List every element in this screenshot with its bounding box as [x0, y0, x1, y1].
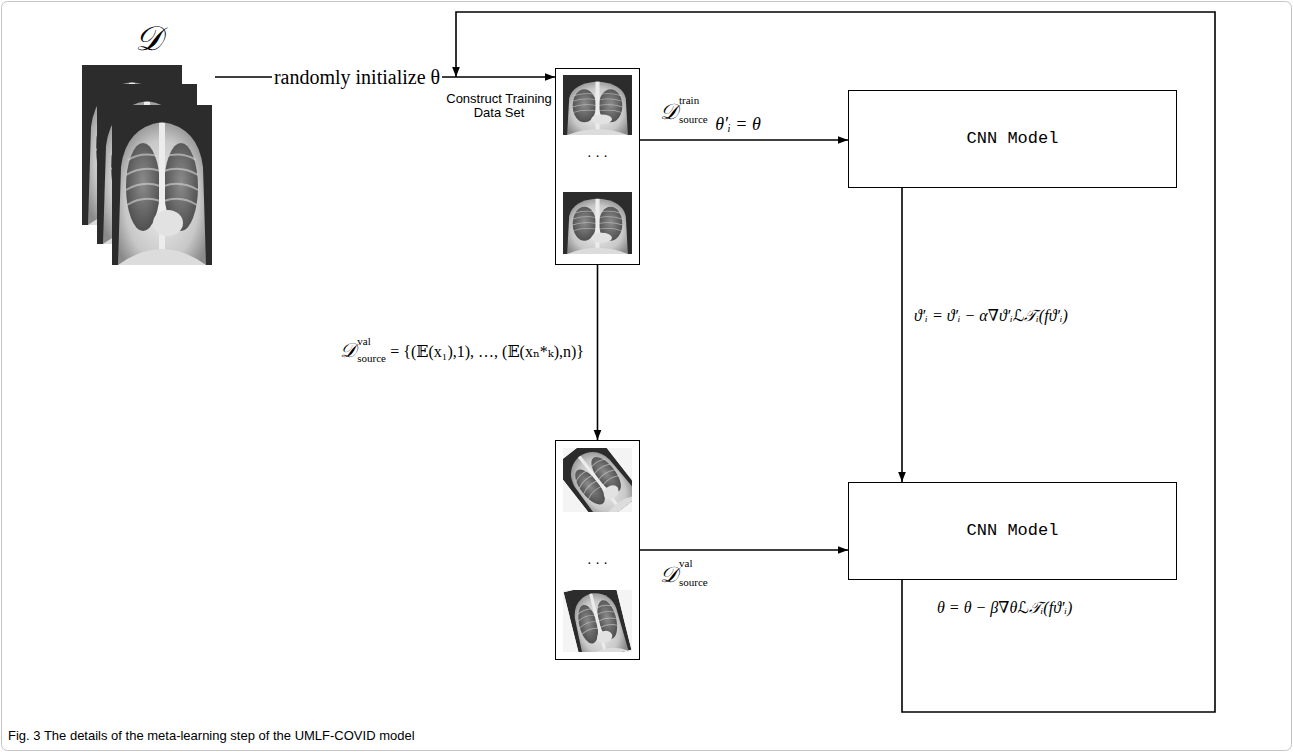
- ellipsis: · · ·: [556, 149, 639, 165]
- training-set-box: Construct Training Data Set· · ·: [555, 68, 640, 265]
- edge-formula: θ = θ − β∇θℒ𝒯ᵢ(fϑ′ᵢ): [935, 598, 1074, 618]
- ellipsis: · · ·: [556, 556, 639, 572]
- rotated-xray: [563, 590, 632, 652]
- edge-formula: randomly initialize θ: [272, 65, 442, 90]
- cnn-model-box: CNN Model: [848, 482, 1177, 580]
- validation-input-arrow: [640, 549, 848, 551]
- subscript: source: [357, 352, 386, 365]
- set-symbol: 𝒟: [660, 99, 678, 124]
- validation-thumbnails: [553, 433, 642, 662]
- cnn-model-box: CNN Model: [848, 90, 1177, 188]
- validation-set-box: · · ·: [555, 440, 640, 660]
- edge-formula: = {(𝔼(x₁),1), …, (𝔼(xₙ*ₖ),n)}: [388, 342, 586, 362]
- xray-thumbnail: [563, 192, 632, 254]
- subscript: source: [679, 113, 708, 126]
- box-heading: Construct Training Data Set: [446, 92, 552, 120]
- subscript: source: [679, 576, 708, 589]
- superscript: val: [679, 557, 692, 570]
- dataset-image-stack: 𝒟: [78, 18, 218, 270]
- model-name: CNN Model: [849, 129, 1176, 149]
- copy-params-arrow: [640, 139, 848, 141]
- superscript: val: [357, 335, 370, 348]
- edge-formula: θ′ᵢ = θ: [713, 113, 763, 136]
- figure-caption: Fig. 3 The details of the meta-learning …: [8, 728, 415, 744]
- set-symbol: 𝒟: [340, 339, 356, 362]
- model-name: CNN Model: [849, 521, 1176, 541]
- training-thumbnails: [563, 75, 632, 254]
- edge-formula: ϑ′ᵢ = ϑ′ᵢ − α∇ϑ′ᵢℒ𝒯ᵢ(fϑ′ᵢ): [912, 306, 1070, 326]
- superscript: train: [679, 94, 699, 107]
- inner-update-arrow: [901, 188, 903, 482]
- dataset-symbol: 𝒟: [78, 20, 218, 58]
- set-symbol: 𝒟: [660, 562, 678, 587]
- xray-stack: [82, 65, 212, 265]
- rotated-xray: [563, 448, 632, 512]
- xray-thumbnail: [563, 75, 632, 135]
- meta-update-loop: [456, 12, 1215, 712]
- validation-build-arrow: [597, 265, 599, 440]
- xray-image: [112, 105, 212, 265]
